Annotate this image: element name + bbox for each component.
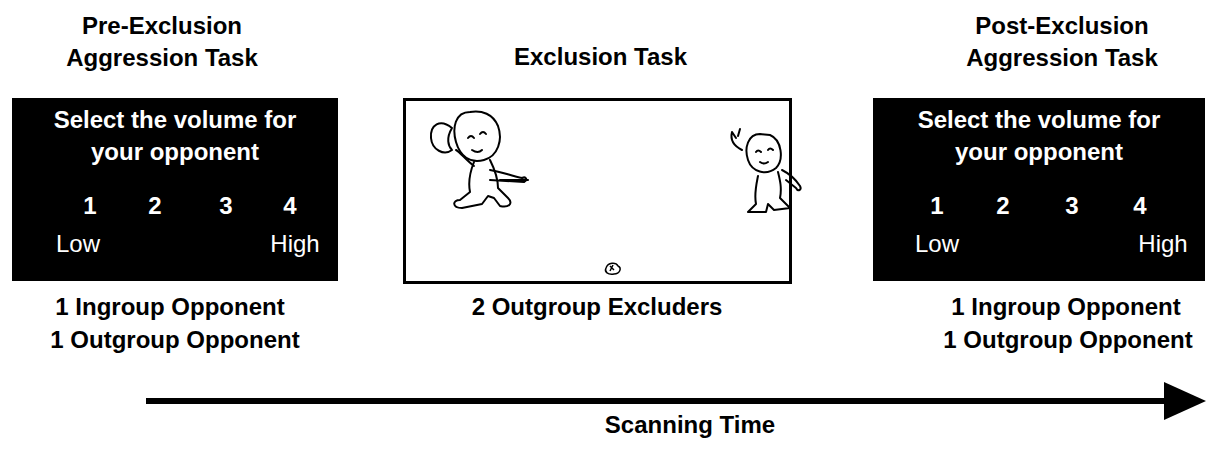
axis-label: Scanning Time xyxy=(605,410,775,440)
scale-text: High xyxy=(1123,228,1203,260)
panel-heading: Post-Exclusion Aggression Task xyxy=(932,10,1192,74)
scale-text: 1 xyxy=(917,190,957,222)
exclusion-panel: Exclusion Task xyxy=(403,98,792,284)
scale-text: 2 xyxy=(135,190,175,222)
panel-heading: Exclusion Task xyxy=(406,41,795,73)
scale-text: 2 xyxy=(983,190,1023,222)
volume-panel: Pre-Exclusion Aggression TaskSelect the … xyxy=(12,98,338,281)
scale-text: High xyxy=(255,228,335,260)
panel-prompt: Select the volume for your opponent xyxy=(894,104,1184,168)
scale-text: 4 xyxy=(270,190,310,222)
condition-label: 1 Ingroup Opponent xyxy=(951,292,1180,322)
ball xyxy=(605,263,620,274)
condition-label: 1 Outgroup Opponent xyxy=(943,325,1192,355)
scale-text: 3 xyxy=(1052,190,1092,222)
thrower-figure xyxy=(431,112,528,208)
volume-panel: Post-Exclusion Aggression TaskSelect the… xyxy=(873,98,1205,281)
scale-text: 1 xyxy=(70,190,110,222)
scale-text: Low xyxy=(897,228,977,260)
time-arrow-shaft xyxy=(146,398,1168,404)
scale-text: Low xyxy=(38,228,118,260)
panel-heading: Pre-Exclusion Aggression Task xyxy=(32,10,292,74)
scale-text: 4 xyxy=(1120,190,1160,222)
condition-label: 1 Ingroup Opponent xyxy=(55,292,284,322)
scale-text: 3 xyxy=(206,190,246,222)
panel-prompt: Select the volume for your opponent xyxy=(30,104,320,168)
condition-label: 1 Outgroup Opponent xyxy=(50,325,299,355)
time-arrow-head xyxy=(1164,382,1206,420)
condition-label: 2 Outgroup Excluders xyxy=(472,292,723,322)
